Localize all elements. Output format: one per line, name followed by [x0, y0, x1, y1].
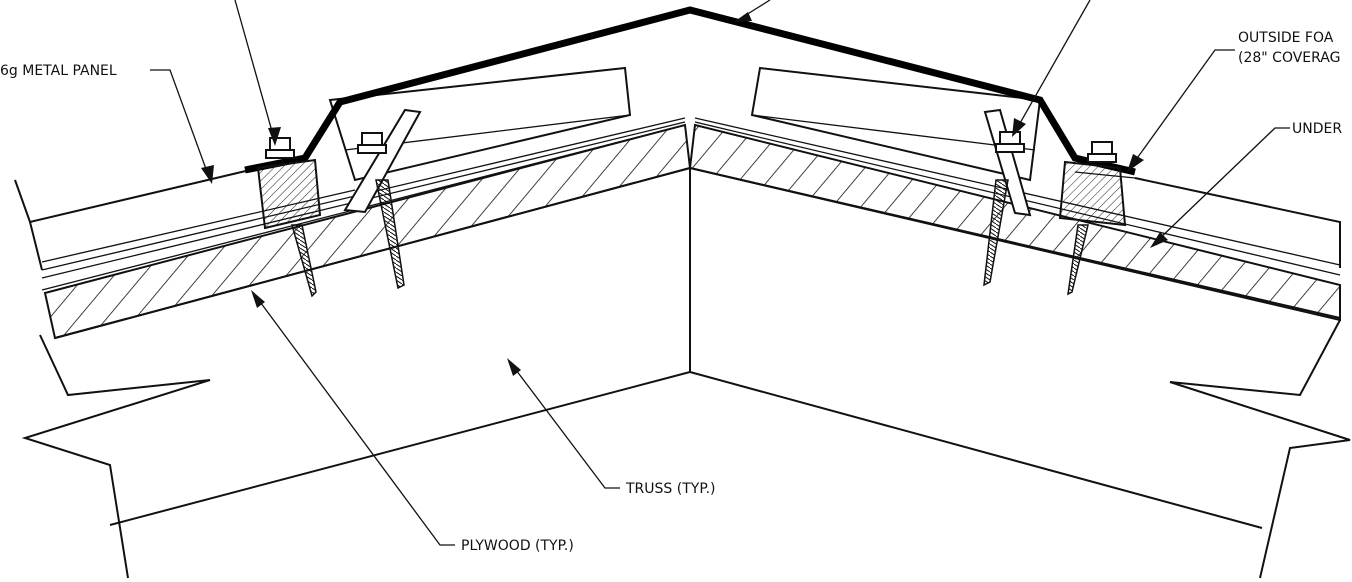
leader-ridge — [734, 0, 771, 22]
label-outside-foam-line2: (28" COVERAG — [1238, 50, 1340, 66]
screw-4 — [1067, 141, 1117, 296]
leader-top-left — [234, 0, 281, 146]
label-outside-foam-line1: OUTSIDE FOA — [1238, 30, 1334, 46]
ridge-cap — [244, 6, 1136, 176]
inside-closure-right — [750, 66, 1042, 182]
leader-truss — [507, 358, 620, 489]
label-metal-panel: 6g METAL PANEL — [0, 63, 117, 79]
wedge-left — [343, 108, 422, 214]
screw-3 — [983, 131, 1025, 287]
leader-plywood — [251, 290, 455, 546]
label-truss: TRUSS (TYP.) — [625, 481, 716, 497]
leader-outside-foam — [1127, 49, 1235, 172]
leader-metal-panel — [150, 69, 214, 184]
screw-2 — [357, 132, 405, 290]
foam-block-right — [1058, 160, 1127, 227]
inside-closure-right-line — [751, 114, 1036, 151]
foam-block-left — [256, 158, 322, 230]
screw-1 — [265, 137, 317, 298]
leader-top-right — [1012, 0, 1091, 137]
leader-underlayment — [1150, 127, 1290, 248]
label-underlayment: UNDER — [1292, 121, 1342, 137]
label-plywood: PLYWOOD (TYP.) — [461, 538, 574, 554]
